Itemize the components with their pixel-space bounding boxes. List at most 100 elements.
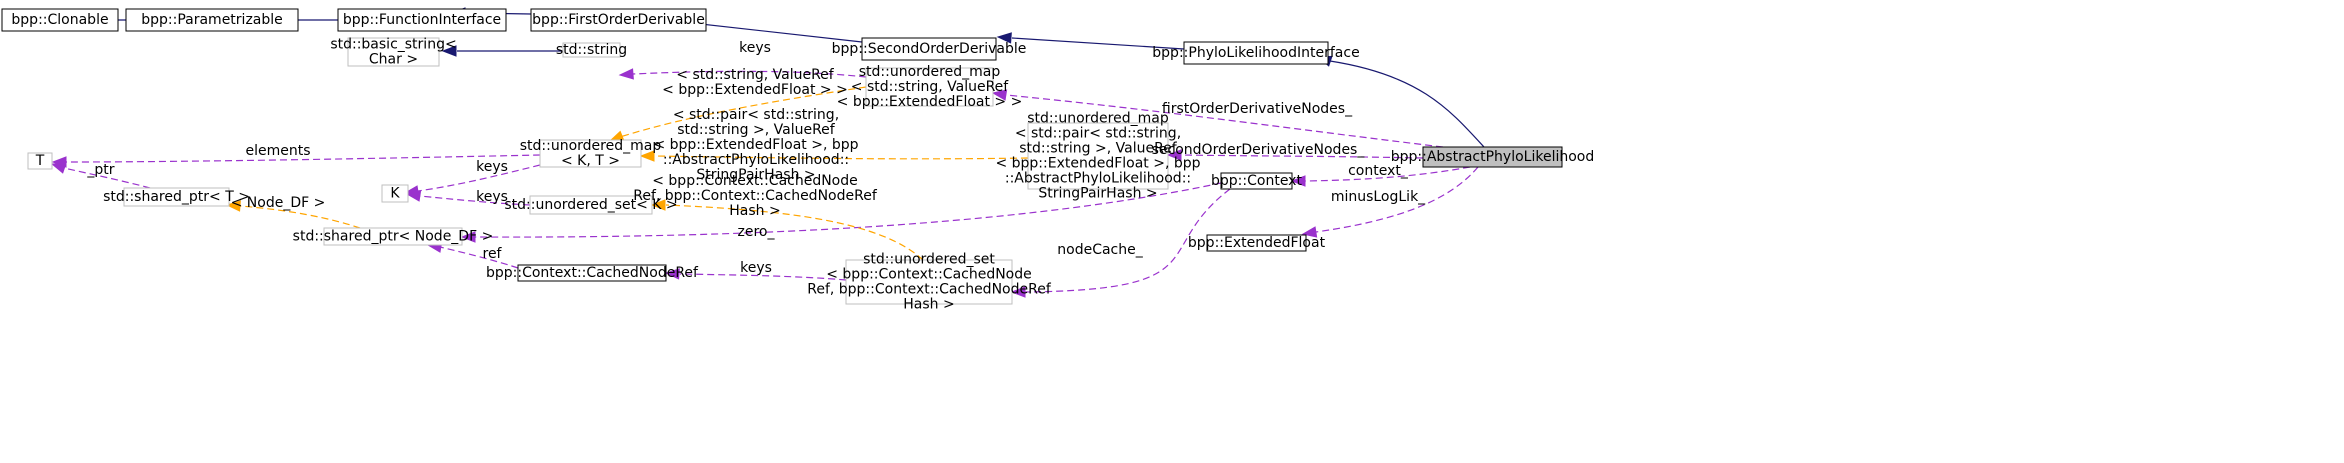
node-label-line: Char >: [369, 52, 418, 68]
edge-label-tmpl-pair-valueref: ::AbstractPhyloLikelihood::: [663, 152, 849, 168]
usage-edge: [403, 164, 541, 197]
usage-edge: [1290, 166, 1471, 187]
template-edge: [639, 150, 1029, 162]
edge-label-tmpl-pair-valueref: < bpp::ExtendedFloat >, bpp: [653, 137, 858, 153]
node-label-line: bpp::Clonable: [11, 12, 108, 28]
edge-label-tmpl-node-df: < Node_DF >: [231, 195, 326, 211]
node-label-line: < bpp::Context::CachedNode: [826, 267, 1032, 283]
edge-label-keys-k-map: keys: [476, 159, 508, 175]
node-box: [381, 184, 409, 203]
node-label-line: < std::string, ValueRef: [851, 79, 1010, 95]
edge-path: [474, 182, 1222, 238]
node-label-line: bpp::Context: [1211, 173, 1302, 189]
node-k: K: [381, 184, 409, 203]
usage-edge: [991, 89, 1444, 148]
node-box: [562, 42, 621, 58]
arrow-head: [996, 32, 1012, 44]
arrow-head: [441, 45, 457, 57]
node-box: [529, 195, 653, 215]
node-label-line: std::string >, ValueRef: [1019, 141, 1178, 157]
node-box: [1422, 146, 1563, 168]
edge-label-zero: zero_: [738, 224, 776, 240]
edge-path: [419, 195, 531, 206]
node-box: [337, 8, 507, 32]
node-label-line: bpp::PhyloLikelihoodInterface: [1152, 45, 1359, 61]
edge-label-keys-k-set: keys: [476, 189, 508, 205]
node-box: [1206, 234, 1307, 252]
edge-label-elements: elements: [245, 143, 310, 159]
edge-path: [632, 70, 867, 78]
usage-edge: [1301, 166, 1479, 238]
node-box: [845, 259, 1013, 305]
node-cached-node-ref[interactable]: bpp::Context::CachedNodeRef: [486, 264, 699, 282]
node-abstract-phylo-likelihood[interactable]: bpp::AbstractPhyloLikelihood: [1391, 146, 1595, 168]
edge-label-first-order-derivative-nodes: firstOrderDerivativeNodes_: [1162, 101, 1353, 117]
edge-path: [619, 86, 867, 138]
node-box: [861, 37, 997, 61]
node-function-interface[interactable]: bpp::FunctionInterface: [337, 8, 507, 32]
node-label-line: bpp::Parametrizable: [141, 12, 283, 28]
node-unordered-set-cached: std::unordered_set< bpp::Context::Cached…: [807, 252, 1052, 313]
edge-label-node-cache: nodeCache_: [1057, 242, 1143, 258]
edge-label-tmpl-cached-set: < bpp::Context::CachedNode: [652, 173, 858, 189]
node-label-line: std::unordered_map: [859, 64, 1001, 80]
arrow-head: [664, 268, 680, 280]
node-string: std::string: [556, 42, 627, 58]
node-box: [1, 8, 119, 32]
node-shared-ptr-node: std::shared_ptr< Node_DF >: [293, 227, 493, 246]
node-clonable[interactable]: bpp::Clonable: [1, 8, 119, 32]
node-label-line: bpp::Context::CachedNodeRef: [486, 265, 699, 281]
node-label-line: < K, T >: [561, 153, 620, 169]
node-label-line: bpp::AbstractPhyloLikelihood: [1391, 149, 1595, 165]
node-label-line: std::string: [556, 42, 627, 58]
arrow-head: [650, 199, 666, 211]
node-second-order-derivable[interactable]: bpp::SecondOrderDerivable: [832, 37, 1027, 61]
node-box: [539, 139, 642, 168]
edge-path: [1315, 166, 1479, 233]
node-extended-float[interactable]: bpp::ExtendedFloat: [1188, 234, 1326, 252]
arrow-head: [1301, 226, 1318, 238]
node-shared-ptr-t: std::shared_ptr< T >: [103, 187, 250, 207]
node-context[interactable]: bpp::Context: [1211, 172, 1302, 190]
node-label-line: bpp::FirstOrderDerivable: [532, 12, 705, 28]
node-umap-k-t: std::unordered_map< K, T >: [520, 138, 662, 169]
edge-path: [1179, 154, 1424, 159]
arrow-head: [225, 200, 241, 212]
edge-path: [1005, 94, 1444, 148]
arrow-head: [405, 190, 422, 202]
node-label-line: bpp::ExtendedFloat: [1188, 235, 1326, 251]
node-first-order-derivable[interactable]: bpp::FirstOrderDerivable: [530, 8, 707, 32]
inheritance-edge: [441, 45, 563, 57]
node-t: T: [27, 152, 53, 170]
edge-label-tmpl-string-valueref: < std::string, ValueRef: [676, 67, 835, 83]
edge-label-tmpl-pair-valueref: < std::pair< std::string,: [673, 107, 839, 123]
node-box: [323, 227, 463, 246]
node-basic-string: std::basic_string<Char >: [330, 37, 456, 68]
usage-edge: [664, 268, 847, 281]
node-box: [125, 8, 299, 32]
usage-edge: [618, 68, 867, 80]
edge-label-keys-cached: keys: [740, 260, 772, 276]
edge-path: [1011, 37, 1185, 50]
node-label-line: ::AbstractPhyloLikelihood::: [1005, 171, 1191, 187]
usage-edge: [460, 182, 1222, 243]
arrow-head: [50, 162, 67, 174]
edge-label-tmpl-string-valueref: < bpp::ExtendedFloat > >: [662, 82, 848, 98]
arrow-head: [1290, 175, 1306, 187]
node-phylo-likelihood-interface[interactable]: bpp::PhyloLikelihoodInterface: [1152, 41, 1360, 65]
usage-edge: [405, 190, 531, 206]
node-parametrizable[interactable]: bpp::Parametrizable: [125, 8, 299, 32]
edge-label-second-order-derivative-nodes: secondOrderDerivativeNodes_: [1152, 142, 1366, 158]
edge-label-tmpl-pair-valueref: StringPairHash >: [696, 167, 815, 183]
node-box: [347, 37, 440, 67]
edge-path: [654, 155, 1029, 160]
edge-path: [679, 273, 847, 281]
node-box: [27, 152, 53, 170]
arrow-head: [460, 231, 476, 243]
node-label-line: < bpp::ExtendedFloat > >: [837, 94, 1023, 110]
node-box: [123, 187, 230, 207]
node-umap-pair-valueref: std::unordered_map< std::pair< std::stri…: [995, 111, 1200, 202]
usage-edge: [50, 162, 151, 189]
edge-path: [1024, 188, 1231, 293]
edge-label-tmpl-cached-set: Hash >: [729, 203, 780, 219]
